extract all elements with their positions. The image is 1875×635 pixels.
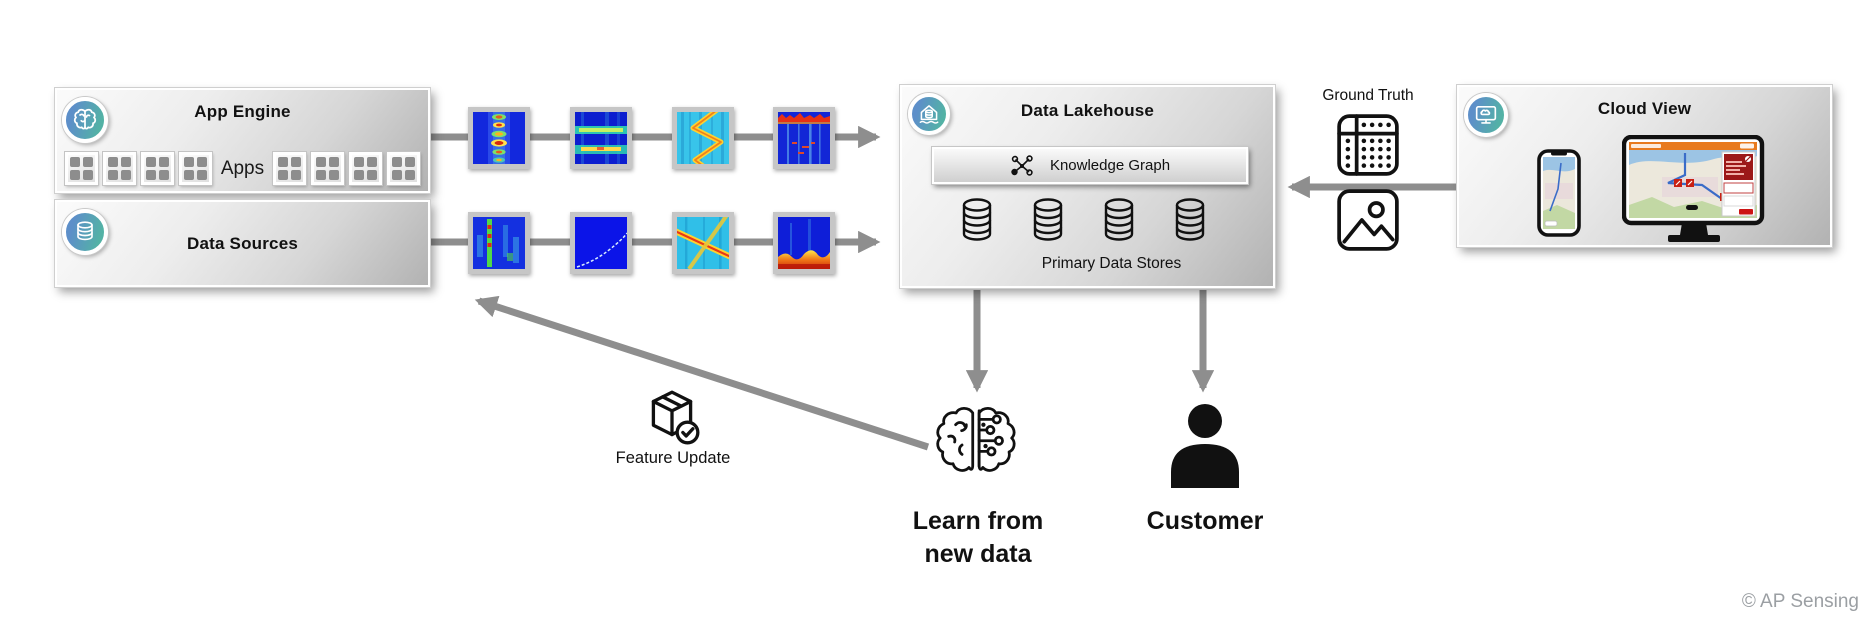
- spectrogram-thumbnail: [672, 212, 734, 274]
- spectrogram-thumbnail: [570, 107, 632, 169]
- person-icon: [1171, 404, 1239, 488]
- data-sources-title: Data Sources: [186, 234, 299, 253]
- database-icon: [1033, 198, 1063, 241]
- database-icon: [1104, 198, 1134, 241]
- app-icon: [273, 152, 307, 185]
- arrow-learn-to-sources: [474, 295, 930, 451]
- ground-truth-label: Ground Truth: [1322, 87, 1414, 104]
- app-engine-panel: App Engine Apps: [55, 88, 430, 193]
- data-lakehouse-panel: Data Lakehouse Knowledge Graph: [900, 85, 1275, 288]
- spectrogram-thumbnail: [773, 107, 835, 169]
- app-icon: [348, 152, 382, 185]
- database-icon: [77, 221, 93, 241]
- app-icon: [386, 152, 420, 185]
- database-icon: [962, 198, 992, 241]
- cloud-view-title: Cloud View: [1597, 99, 1692, 118]
- database-icon: [1175, 198, 1205, 241]
- app-engine-badge: [62, 97, 108, 143]
- data-sources-badge: [62, 209, 108, 255]
- copyright-text: © AP Sensing: [1741, 591, 1859, 612]
- ground-truth: Ground Truth: [1322, 86, 1414, 253]
- knowledge-graph-label: Knowledge Graph: [1049, 157, 1171, 174]
- apps-row: Apps: [65, 152, 420, 185]
- spectrogram-thumbnail: [773, 212, 835, 274]
- data-sources-panel: Data Sources: [55, 200, 430, 287]
- customer-label: Customer: [1146, 507, 1264, 535]
- phone-map: [1537, 149, 1581, 237]
- data-lakehouse-badge: [908, 93, 950, 135]
- spectrogram-thumbnail: [570, 212, 632, 274]
- app-engine-title: App Engine: [194, 102, 291, 121]
- knowledge-graph-bar: Knowledge Graph: [932, 147, 1248, 184]
- primary-data-stores: [960, 197, 1207, 243]
- brain-circuit-icon: [936, 406, 1016, 472]
- learn-label: Learn from new data: [912, 507, 1044, 568]
- feature-update-label: Feature Update: [615, 449, 731, 467]
- data-lakehouse-title: Data Lakehouse: [1020, 101, 1155, 120]
- lakehouse-icon: [919, 105, 939, 124]
- apps-label: Apps: [220, 157, 265, 179]
- app-icon: [65, 152, 98, 185]
- knowledge-graph-icon: [1011, 154, 1033, 176]
- cloud-view-badge: [1464, 93, 1508, 137]
- spectrogram-thumbnail: [672, 107, 734, 169]
- cloud-monitor-icon: [1475, 106, 1497, 124]
- image-icon: [1337, 189, 1399, 251]
- spectrogram-thumbnail: [468, 107, 530, 169]
- primary-data-stores-label: Primary Data Stores: [1041, 255, 1182, 272]
- app-icon: [311, 152, 345, 185]
- table-icon: [1337, 114, 1399, 176]
- spectrogram-thumbnail: [468, 212, 530, 274]
- desktop-map: [1622, 135, 1765, 242]
- cloud-view-panel: Cloud View: [1457, 85, 1832, 247]
- app-icon: [178, 152, 212, 185]
- brain-icon: [73, 108, 97, 130]
- package-check-icon: [651, 390, 700, 445]
- app-icon: [102, 152, 136, 185]
- app-icon: [140, 152, 174, 185]
